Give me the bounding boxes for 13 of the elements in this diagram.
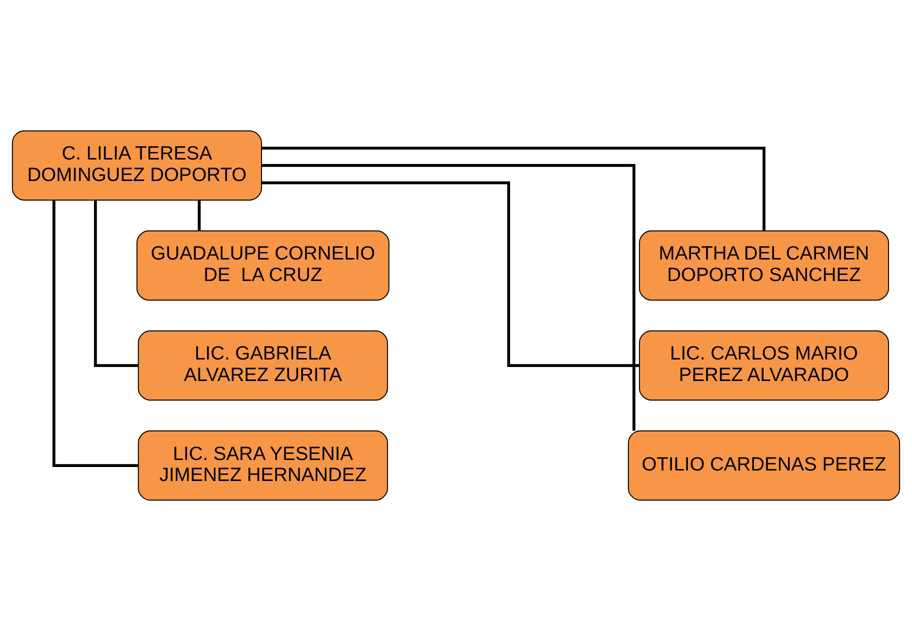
connector bbox=[198, 200, 201, 231]
connector bbox=[262, 181, 640, 367]
connector bbox=[94, 200, 138, 367]
connector bbox=[262, 164, 636, 431]
node-box: LIC. SARA YESENIA JIMENEZ HERNANDEZ bbox=[138, 430, 388, 501]
connector bbox=[262, 146, 766, 231]
node-box: GUADALUPE CORNELIO DE LA CRUZ bbox=[136, 230, 390, 301]
node-box: LIC. CARLOS MARIO PEREZ ALVARADO bbox=[638, 330, 890, 401]
node-box: LIC. GABRIELA ALVAREZ ZURITA bbox=[138, 330, 388, 401]
node-box: C. LILIA TERESA DOMINGUEZ DOPORTO bbox=[12, 130, 262, 201]
node-box: MARTHA DEL CARMEN DOPORTO SANCHEZ bbox=[638, 230, 890, 301]
connector bbox=[52, 200, 138, 467]
node-box: OTILIO CARDENAS PEREZ bbox=[628, 430, 900, 501]
